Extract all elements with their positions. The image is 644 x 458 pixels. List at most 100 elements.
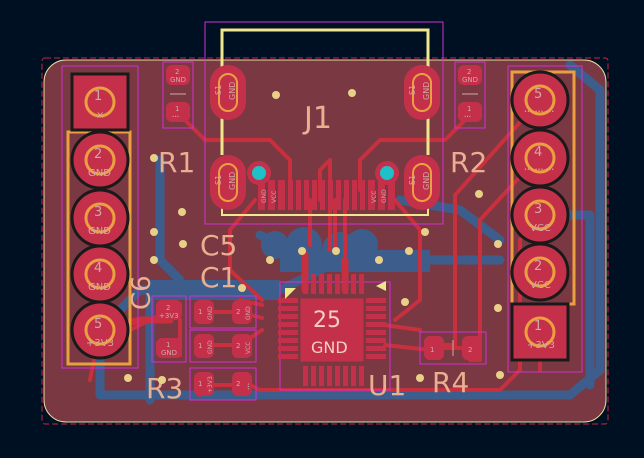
c1-pad-1[interactable] [194,300,214,324]
pad-net: ••• [464,114,471,119]
pad-net: VCC [245,342,252,354]
r1-pad-1[interactable] [166,102,190,122]
u1-pins-bottom[interactable] [303,366,364,386]
pad-net: +3V3 [207,376,214,393]
resistor-r2[interactable]: 2 GND 1 ••• R2 [450,61,487,179]
pad-net: GND [170,76,186,84]
left-pin-3[interactable]: 3 GND [70,188,130,248]
pin1-marker [285,288,296,299]
r2-pad-1[interactable] [458,102,482,122]
left-pin-4[interactable]: 4 GND [70,244,130,304]
capacitor-c1[interactable]: 1 GND 2 GND [189,295,257,329]
right-pin-2[interactable]: 2 VCC [510,242,570,302]
pin-net: •••-•••-••• [524,109,554,115]
usb-pin-net: GND [381,189,388,203]
j1-shield-pad[interactable]: S1 GND [404,65,440,120]
pin-net: GND [88,282,111,293]
pin-number: 2 [94,147,102,162]
pad-number: 1 [198,380,202,388]
right-pin-3[interactable]: 3 VCC [510,185,570,245]
ref-j1: J1 [302,101,332,136]
pin-number: 1 [94,89,102,104]
pin-net: +3V3 [527,340,555,351]
ref-u1: U1 [368,369,406,402]
c1-pad-2[interactable] [232,300,252,324]
capacitor-c6[interactable]: 2 +3V3 1 GND [151,295,187,363]
pad-net: GND [462,76,478,84]
pad-net: GND [207,340,214,354]
pin-number: 1 [534,319,542,334]
pin-net: VCC [530,280,551,291]
pad-number: 2 [467,68,471,76]
pin-number: 3 [94,205,102,220]
j1-courtyard [204,21,444,225]
right-pin-1-square[interactable] [510,302,570,362]
u1-exposed-pad[interactable] [299,297,365,363]
board-keepout [41,57,609,425]
pad-number: 2 [166,304,170,312]
ic-u1[interactable]: 25 GND U1 [278,274,406,402]
left-pin-1-square[interactable] [70,72,130,132]
pin-net: GND [422,82,431,100]
pad-number: 2 [236,308,240,316]
r3-pad-2[interactable] [232,372,252,396]
ref-r1: R1 [158,146,195,179]
u1-pins-top[interactable] [303,274,364,294]
j1-silk [220,28,430,70]
r4-pad-1[interactable] [424,336,444,360]
c5-pad-1[interactable] [194,334,214,358]
pin-number: 4 [534,145,542,160]
pad-number: 1 [175,105,179,113]
pin-net: GND [228,82,237,100]
j1-shield-pad[interactable]: S1 GND [210,65,246,120]
j1-shield-pad[interactable]: S1 GND [210,155,246,210]
u1-pins-right[interactable] [366,298,386,359]
pin-net: GND [88,168,111,179]
vias [124,89,504,384]
pin-number: 5 [94,317,102,332]
pin-number: 5 [534,87,542,102]
pin-number: S1 [408,85,417,95]
u1-pad-net: GND [311,338,348,357]
pad-number: 2 [468,346,472,354]
pin-net: •••-•••-••• [524,167,554,173]
pad-number: 2 [236,380,240,388]
c5-pad-2[interactable] [232,334,252,358]
pad-net: GND [161,349,177,357]
resistor-r1[interactable]: 2 GND 1 ••• R1 [158,61,195,179]
usb-connector-j1[interactable]: S1 GND S1 GND S1 GND S1 GND [204,21,444,225]
r4-pad-2[interactable] [462,336,482,360]
u1-pins-left[interactable] [278,298,298,359]
j1-shield-pad[interactable]: S1 GND [404,155,440,210]
left-pin-2[interactable]: 2 GND [70,130,130,190]
pin-net: GND [228,172,237,190]
c6-pad-2[interactable] [156,300,182,320]
pad-number: 1 [198,342,202,350]
pad-number: 2 [236,342,240,350]
arrow-marker [376,281,386,291]
pad-number: 2 [175,68,179,76]
pin-number: S1 [408,175,417,185]
right-pin-4[interactable]: 4 •••-•••-••• [510,128,570,188]
pad-net: ••• [246,383,251,390]
pin-net: VCC [530,223,551,234]
capacitor-c5[interactable]: 1 GND 2 VCC [189,329,257,363]
ref-r4: R4 [432,366,469,399]
r3-pad-1[interactable] [194,372,214,396]
r1-pad-2[interactable] [166,65,190,85]
r2-pad-2[interactable] [458,65,482,85]
pin-number: 3 [534,202,542,217]
left-pin-header[interactable]: 1 × 2 GND 3 GND 4 GND 5 +3V3 [61,65,139,369]
pad-number: 1 [166,341,170,349]
right-pin-header[interactable]: 5 •••-•••-••• 4 •••-•••-••• 3 VCC 2 VCC … [507,65,583,373]
right-pin-5[interactable]: 5 •••-•••-••• [510,70,570,130]
left-pin-5[interactable]: 5 +3V3 [70,300,130,360]
resistor-r4[interactable]: 1 2 R4 [419,331,487,399]
ref-r3: R3 [146,372,183,405]
j1-signal-pins[interactable] [258,180,395,210]
left-header-courtyard [61,65,139,369]
pin-number: 4 [94,261,102,276]
c6-pad-1[interactable] [156,338,182,358]
